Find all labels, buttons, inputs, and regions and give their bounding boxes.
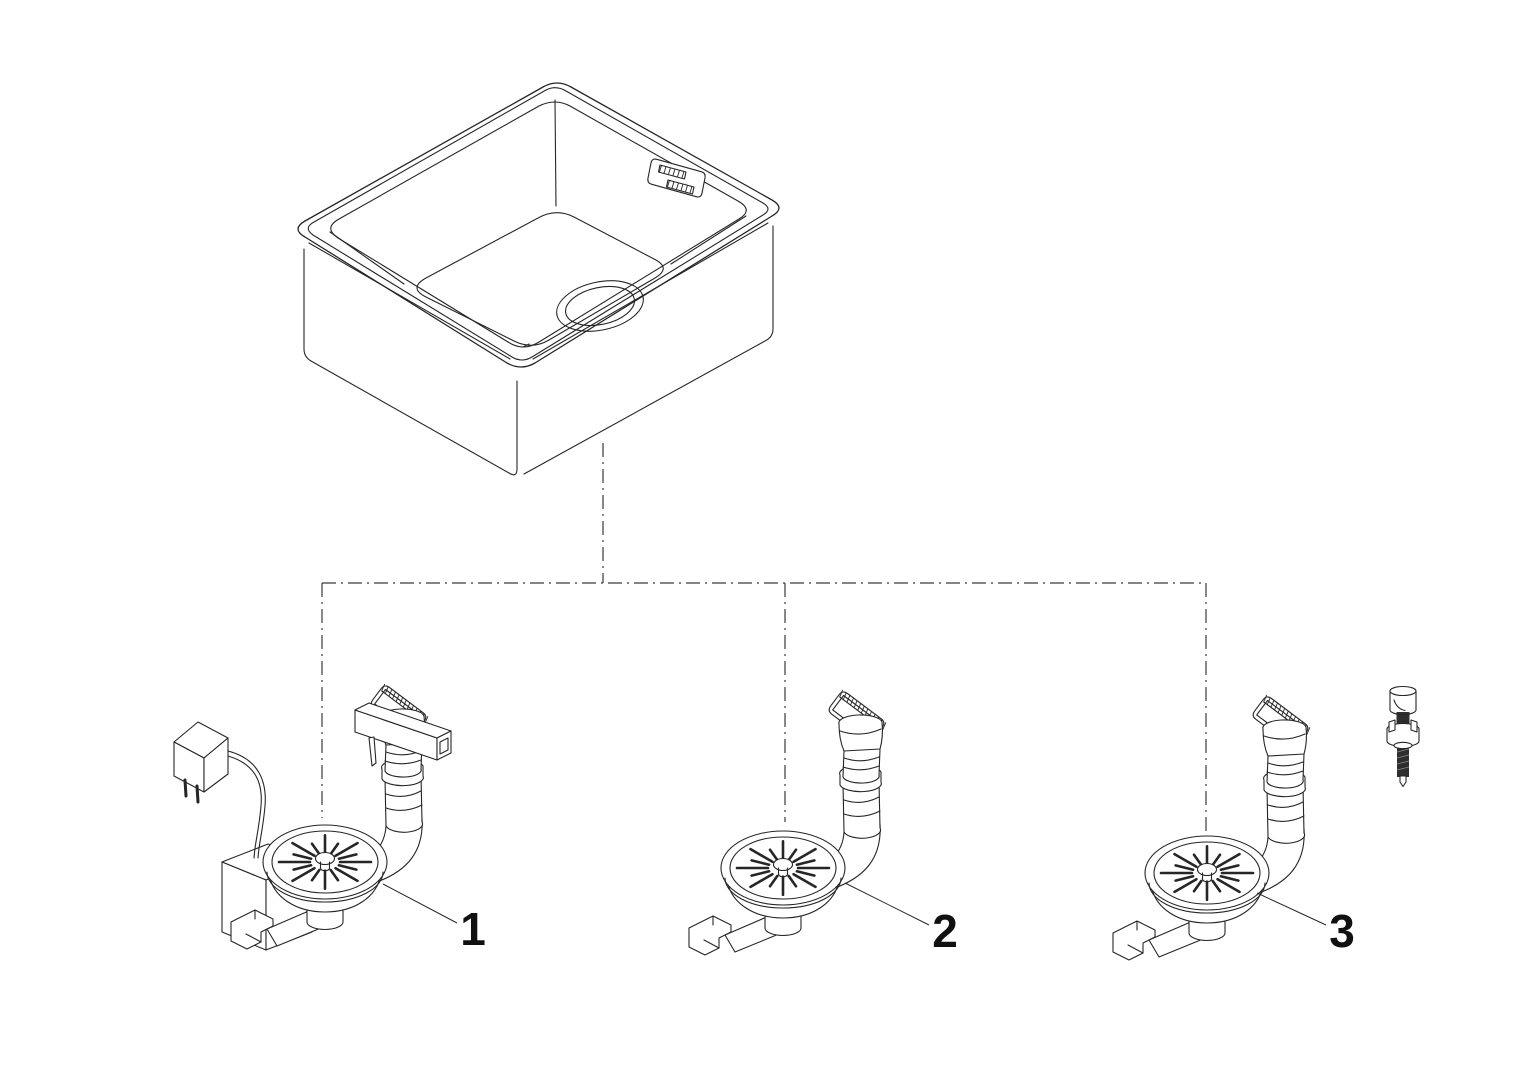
drain-strainer-body: [1111, 834, 1271, 962]
sink-overflow-fitting: [647, 158, 706, 198]
sink-wall-seams: [329, 99, 747, 348]
pin-collar-tab: [1410, 719, 1418, 733]
overflow-slot: [665, 179, 695, 195]
drain-strainer-body: [687, 829, 847, 957]
fixing-pin: [1386, 685, 1420, 788]
drain-assembly-3: [1111, 694, 1311, 962]
sink-outer-rim: [297, 82, 780, 368]
pin-tip: [1399, 775, 1407, 788]
callout-leader-2: [844, 882, 930, 926]
callout-number-1: 1: [460, 903, 486, 955]
pin-collar-tab: [1388, 719, 1396, 733]
drain-assembly-1: [173, 683, 452, 951]
callout-number-2: 2: [932, 905, 958, 957]
drain-assembly-2: [687, 689, 887, 957]
sink-body-right-outline: [523, 225, 774, 475]
mounting-bar: [354, 702, 452, 767]
connector-lines: [321, 443, 1207, 838]
bar-spike: [368, 736, 377, 767]
sink-basin-opening: [330, 101, 747, 348]
pin-washer: [1393, 741, 1413, 750]
sink-basin-floor: [416, 212, 664, 346]
power-cable: [227, 750, 266, 859]
plug-prongs: [183, 778, 200, 804]
sink-drawing: [297, 82, 780, 476]
power-plug: [173, 721, 229, 804]
callout-leader-3: [1256, 892, 1327, 926]
sink-drain-opening: [556, 280, 644, 332]
sink-body-left-outline: [303, 248, 518, 476]
pin-cap: [1389, 685, 1417, 716]
sink-under-rim-lines: [308, 222, 769, 360]
sink-inner-rim: [307, 87, 769, 361]
callout-number-3: 3: [1329, 905, 1355, 957]
overflow-slot: [657, 164, 687, 180]
bar-clip-hole: [439, 737, 449, 755]
callout-leader-1: [382, 883, 458, 924]
callouts: 1 2 3: [382, 882, 1355, 957]
